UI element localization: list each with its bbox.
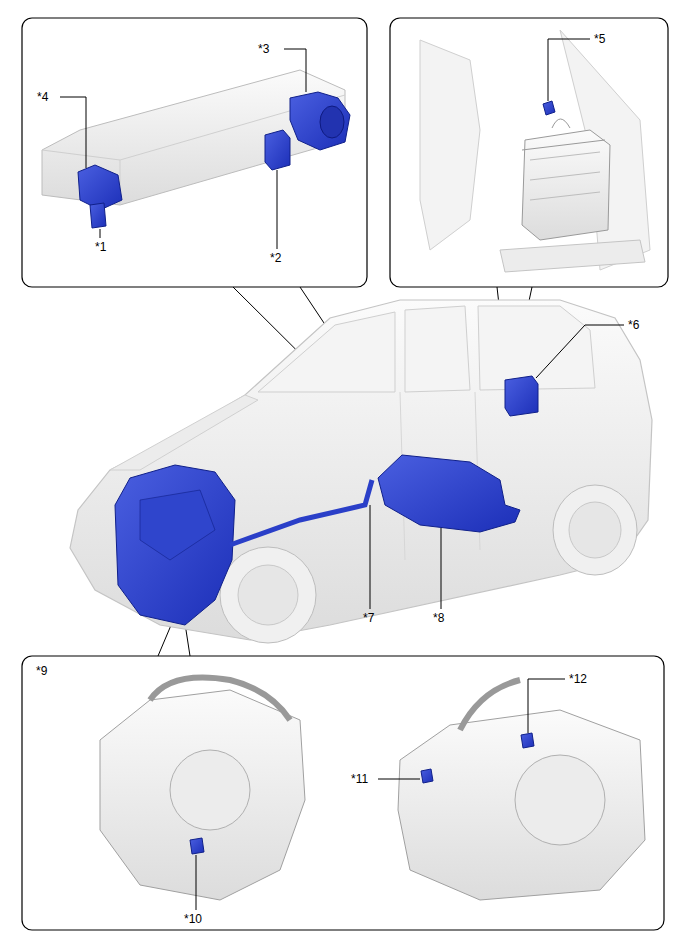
callout-number: *2: [270, 251, 281, 265]
transaxle-inset: [22, 656, 664, 930]
callout-number: *9: [36, 664, 47, 678]
callout-leader: [60, 39, 624, 910]
callout-number: *4: [37, 90, 48, 104]
callout-number: *12: [569, 672, 587, 686]
callout-number: *7: [363, 611, 374, 625]
callout-number: *6: [628, 318, 639, 332]
aux-battery-inset: [390, 18, 668, 287]
callout-number: *10: [184, 912, 202, 926]
battery-inset: [22, 18, 367, 287]
callout-number: *11: [351, 772, 368, 786]
callout-number: *8: [433, 611, 444, 625]
callout-number: *1: [95, 240, 106, 254]
vehicle: [70, 300, 652, 643]
callout-number: *3: [258, 42, 269, 56]
callout-number: *5: [594, 32, 605, 46]
